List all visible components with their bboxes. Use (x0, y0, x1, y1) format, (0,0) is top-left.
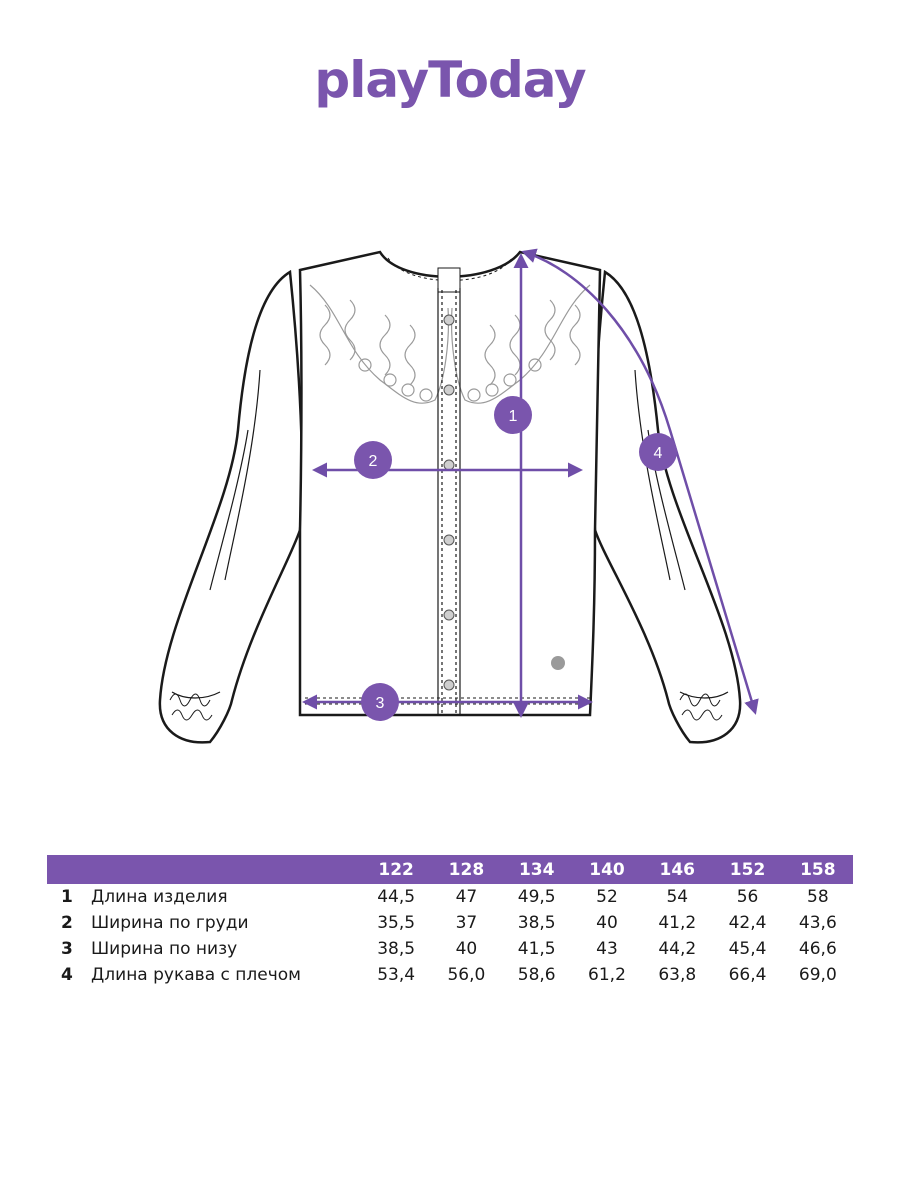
cell-value: 61,2 (588, 965, 626, 985)
cell-value: 56,0 (447, 965, 486, 985)
row-number: 3 (61, 939, 73, 959)
size-header-blank (47, 855, 361, 884)
cell-value: 45,4 (728, 939, 767, 959)
cell-value: 40 (596, 913, 618, 933)
table-row: 1 Длина изделия 44,5 47 49,5 52 54 56 58 (47, 884, 853, 910)
size-header: 140 (571, 855, 643, 884)
svg-text:2: 2 (369, 453, 378, 470)
measurement-marker-4: 4 (639, 433, 677, 471)
garment-technical-drawing: 1 2 3 4 (158, 248, 759, 744)
cell-value: 37 (455, 913, 478, 933)
cell-value: 49,5 (517, 887, 556, 907)
cell-value: 58,6 (517, 965, 556, 985)
row-number: 4 (61, 965, 73, 985)
right-sleeve (591, 269, 742, 744)
cell-value: 43,6 (798, 913, 837, 933)
cell-value: 58 (807, 887, 829, 907)
measurement-lines (302, 248, 759, 718)
cell-value: 46,6 (798, 939, 837, 959)
neckline (387, 257, 513, 293)
cell-value: 38,5 (517, 913, 556, 933)
cell-value: 56 (736, 887, 759, 907)
cell-value: 40 (455, 939, 478, 959)
size-header-row: 122 128 134 140 146 152 158 (47, 855, 853, 884)
cell-value: 41,5 (517, 939, 556, 959)
row-name: Ширина по груди (91, 913, 249, 933)
cell-value: 38,5 (377, 939, 416, 959)
cell-value: 66,4 (728, 965, 767, 985)
cell-value: 44,2 (658, 939, 697, 959)
measurement-marker-3: 3 (361, 683, 399, 721)
size-header: 122 (361, 855, 432, 884)
brand-badge-icon (551, 656, 565, 670)
row-name: Длина рукава с плечом (91, 965, 301, 985)
measurement-marker-2: 2 (354, 441, 392, 479)
cell-value: 47 (455, 887, 478, 907)
svg-text:1: 1 (509, 408, 518, 425)
size-header: 158 (782, 855, 853, 884)
row-name: Ширина по низу (91, 939, 238, 959)
size-header: 146 (642, 855, 713, 884)
svg-text:3: 3 (376, 695, 385, 712)
measurement-marker-1: 1 (494, 396, 532, 434)
size-header: 128 (431, 855, 502, 884)
cell-value: 43 (596, 939, 618, 959)
cell-value: 42,4 (728, 913, 767, 933)
logo-text: playToday (314, 51, 586, 109)
cell-value: 63,8 (658, 965, 697, 985)
cell-value: 53,4 (377, 965, 416, 985)
cell-value: 41,2 (658, 913, 697, 933)
left-cuff-embroidery (169, 693, 213, 721)
svg-text:4: 4 (654, 445, 663, 462)
table-row: 2 Ширина по груди 35,5 37 38,5 40 41,2 4… (47, 910, 853, 936)
size-header: 134 (501, 855, 572, 884)
row-number: 1 (61, 887, 73, 907)
row-number: 2 (61, 913, 73, 933)
size-chart-table: 122 128 134 140 146 152 158 1 Длина изде… (47, 855, 853, 988)
cell-value: 52 (596, 887, 618, 907)
cell-value: 69,0 (798, 965, 837, 985)
cell-value: 35,5 (377, 913, 416, 933)
brand-logo: playToday (0, 50, 900, 110)
cell-value: 44,5 (377, 887, 416, 907)
size-header: 152 (712, 855, 783, 884)
table-row: 3 Ширина по низу 38,5 40 41,5 43 44,2 45… (47, 936, 853, 962)
row-name: Длина изделия (91, 887, 228, 907)
cell-value: 54 (666, 887, 689, 907)
placket (437, 288, 461, 715)
table-row: 4 Длина рукава с плечом 53,4 56,0 58,6 6… (47, 962, 853, 988)
